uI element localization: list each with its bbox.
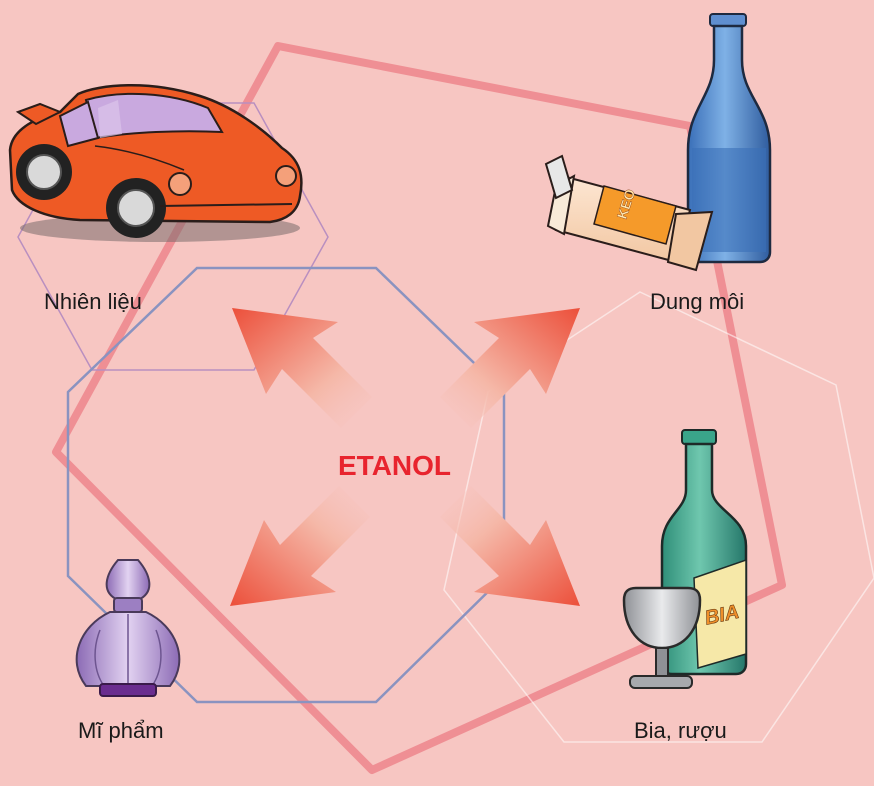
center-label-etanol: ETANOL (338, 450, 451, 482)
perfume-bottle-icon (75, 559, 181, 697)
arrows (230, 308, 580, 606)
glue-tube-and-bottle-icon: KEO (544, 13, 772, 272)
arrow-to-fuel (232, 308, 372, 428)
label-cosmetics: Mĩ phẩm (78, 718, 164, 743)
heptagon-outline-bottom-right (443, 291, 874, 743)
label-fuel: Nhiên liệu (44, 289, 142, 314)
center-label-text: ETANOL (338, 450, 452, 481)
sports-car-icon (8, 84, 303, 242)
large-outline-shape (52, 42, 786, 774)
beer-bottle-text: BIA (703, 601, 741, 630)
arrow-to-cosmetics (230, 486, 370, 606)
arrow-to-solvent (440, 308, 580, 428)
label-beverages: Bia, rượu (634, 718, 727, 743)
beer-bottle-and-glass-icon: BIA (622, 429, 748, 689)
background-decorations (17, 42, 874, 774)
label-solvent: Dung môi (650, 289, 745, 314)
arrow-to-beverages (440, 486, 580, 606)
center-octagon (66, 266, 506, 704)
hexagon-outline-top-left (17, 102, 329, 371)
